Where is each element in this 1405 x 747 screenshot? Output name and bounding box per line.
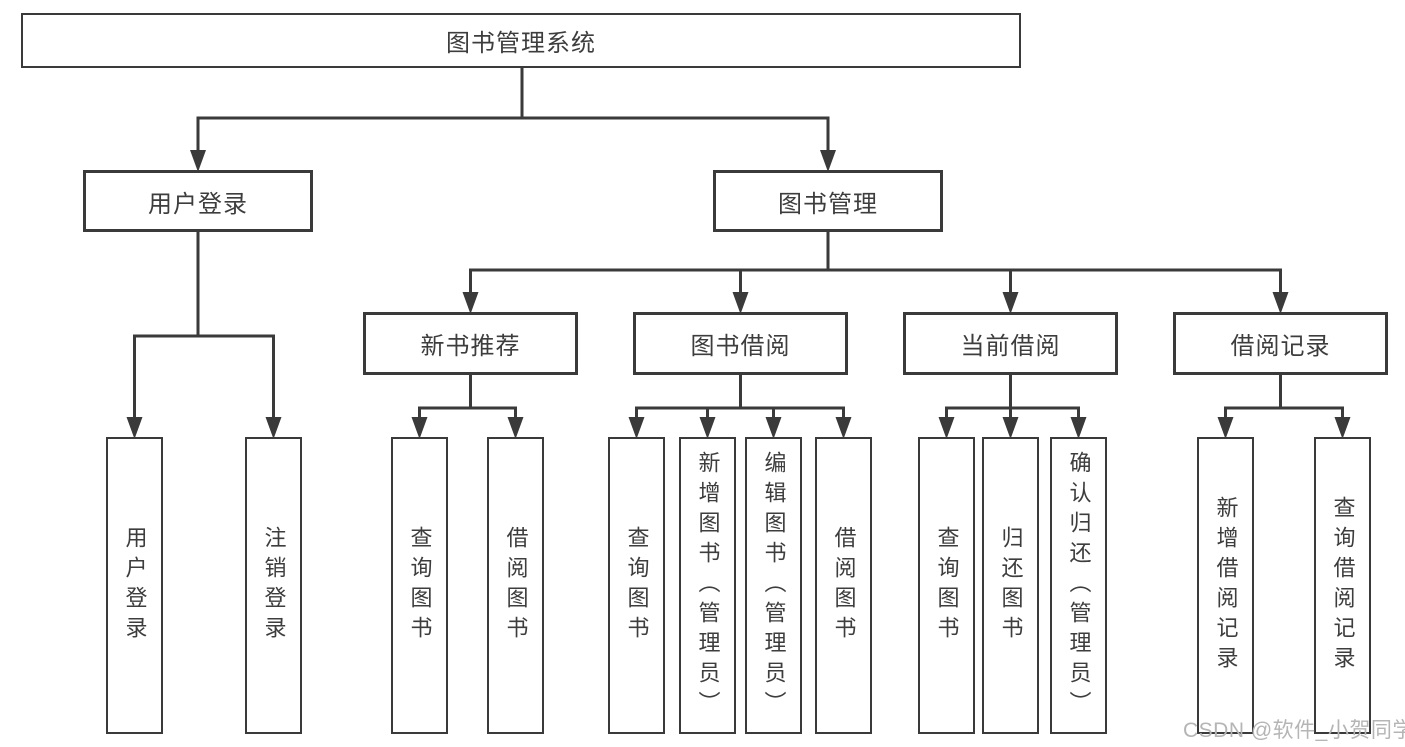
leaf-label: 归还图书 [998, 525, 1024, 646]
leaf-label: 确认归还（管理员） [1066, 450, 1092, 721]
leaf-label: 借阅图书 [503, 525, 529, 646]
leaf-confirm-return-admin: 确认归还（管理员） [1050, 437, 1107, 734]
leaf-label: 查询图书 [624, 525, 650, 646]
leaf-user-login: 用户登录 [106, 437, 163, 734]
node-user-login: 用户登录 [83, 170, 313, 232]
leaf-label: 查询图书 [934, 525, 960, 646]
arrowheads [126, 150, 1351, 439]
node-book-borrow: 图书借阅 [633, 312, 848, 375]
leaf-label: 用户登录 [122, 525, 148, 646]
leaf-label: 查询图书 [407, 525, 433, 646]
node-label: 图书借阅 [690, 333, 791, 360]
node-label: 新书推荐 [420, 333, 521, 360]
node-label: 当前借阅 [960, 333, 1061, 360]
node-book-management: 图书管理 [713, 170, 943, 232]
node-label: 借阅记录 [1230, 333, 1331, 360]
node-label: 用户登录 [148, 190, 248, 218]
leaf-label: 查询借阅记录 [1330, 495, 1356, 676]
leaf-query-borrow-record: 查询借阅记录 [1314, 437, 1371, 734]
node-label: 图书管理 [778, 190, 878, 218]
node-borrow-records: 借阅记录 [1173, 312, 1388, 375]
leaf-label: 借阅图书 [831, 525, 857, 646]
leaf-borrow-books-1: 借阅图书 [487, 437, 544, 734]
leaf-query-books-2: 查询图书 [608, 437, 665, 734]
leaf-return-books: 归还图书 [982, 437, 1039, 734]
leaf-add-books-admin: 新增图书（管理员） [679, 437, 736, 734]
node-new-book-recommend: 新书推荐 [363, 312, 578, 375]
csdn-watermark: CSDN @软件_小贺同学 [1183, 719, 1405, 742]
leaf-label: 注销登录 [261, 525, 287, 646]
leaf-label: 编辑图书（管理员） [761, 450, 787, 721]
leaf-add-borrow-record: 新增借阅记录 [1197, 437, 1254, 734]
node-system-root: 图书管理系统 [21, 13, 1021, 68]
leaf-label: 新增图书（管理员） [695, 450, 721, 721]
node-current-borrow: 当前借阅 [903, 312, 1118, 375]
leaf-query-books-1: 查询图书 [391, 437, 448, 734]
leaf-edit-books-admin: 编辑图书（管理员） [745, 437, 802, 734]
node-label: 图书管理系统 [446, 30, 596, 57]
leaf-label: 新增借阅记录 [1213, 495, 1239, 676]
leaf-logout: 注销登录 [245, 437, 302, 734]
leaf-borrow-books-2: 借阅图书 [815, 437, 872, 734]
leaf-query-books-3: 查询图书 [918, 437, 975, 734]
